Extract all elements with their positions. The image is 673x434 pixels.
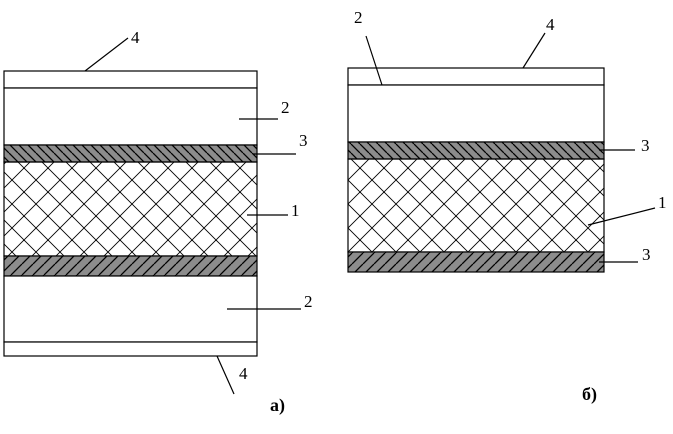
a-label-4-bottom: 4 <box>239 364 248 383</box>
figure-b <box>347 32 656 273</box>
b-label-3-top: 3 <box>641 136 650 155</box>
b-label-3-bottom: 3 <box>642 245 651 264</box>
a-layer-1-core <box>3 161 258 257</box>
a-label-1: 1 <box>291 201 300 220</box>
b-layer-2 <box>347 84 605 143</box>
a-layer-3-top <box>3 144 258 163</box>
b-caption: б) <box>582 384 597 405</box>
a-label-2-bottom: 2 <box>304 292 313 311</box>
a-layer-4-bottom <box>3 341 258 357</box>
a-leader-4-top <box>84 37 129 72</box>
a-caption: а) <box>270 395 285 416</box>
b-leader-4 <box>522 32 546 69</box>
b-layer-4 <box>347 67 605 86</box>
b-layer-3-bottom <box>347 251 605 273</box>
b-leader-2 <box>365 35 383 86</box>
b-layer-1-core <box>347 158 605 253</box>
a-layer-2-top <box>3 87 258 146</box>
a-leader-4-bottom <box>216 355 235 395</box>
a-layer-3-bottom <box>3 255 258 277</box>
b-label-4: 4 <box>546 15 555 34</box>
b-label-2: 2 <box>354 8 363 27</box>
figure-a-labels: 4 2 3 1 2 4 а) <box>131 28 313 416</box>
figure-a <box>3 37 301 395</box>
a-layer-2-bottom <box>3 275 258 343</box>
b-leader-1 <box>587 207 656 226</box>
b-label-1: 1 <box>658 193 667 212</box>
figure-b-labels: 2 4 3 1 3 б) <box>354 8 667 405</box>
a-label-4-top: 4 <box>131 28 140 47</box>
a-label-3: 3 <box>299 131 308 150</box>
a-label-2-top: 2 <box>281 98 290 117</box>
a-layer-4-top <box>3 70 258 89</box>
b-layer-3-top <box>347 141 605 160</box>
